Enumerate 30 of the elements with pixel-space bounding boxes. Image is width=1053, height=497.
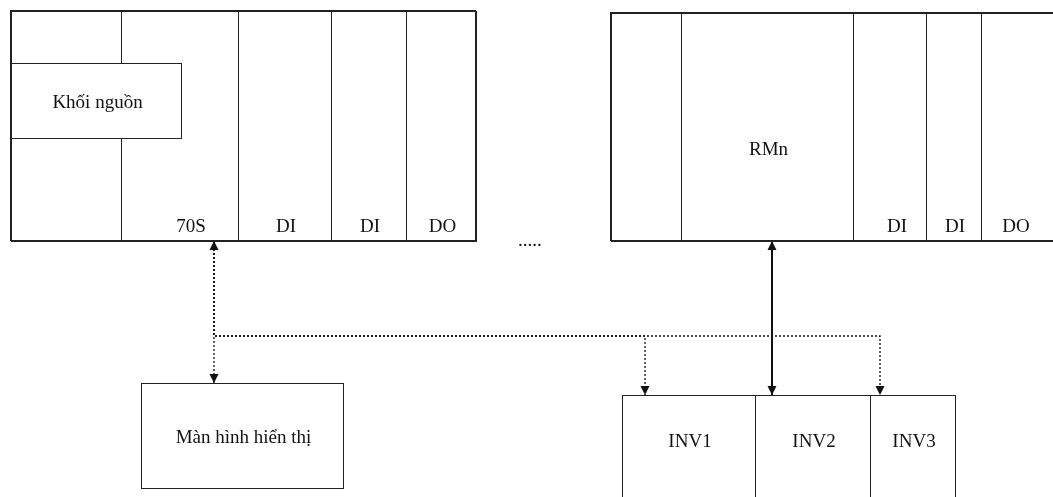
module-label: INV3 (891, 428, 937, 452)
module-slot (681, 13, 854, 242)
power-block-box (11, 63, 182, 139)
module-slot (611, 13, 682, 242)
module-slot (238, 11, 332, 242)
module-rack (610, 12, 1053, 241)
module-label: DI (358, 214, 382, 237)
module-label: DO (1001, 214, 1031, 237)
module-label: DO (427, 214, 458, 237)
module-slot (331, 11, 407, 242)
ellipsis-text: ..... (518, 228, 542, 251)
device-box (622, 395, 756, 497)
device-box (141, 383, 344, 489)
module-label: INV1 (667, 428, 713, 452)
arrow (209, 240, 219, 384)
module-label: DI (943, 214, 967, 237)
device-box (870, 395, 956, 497)
module-label: Màn hình hiển thị (174, 424, 313, 448)
module-slot (981, 13, 1053, 242)
arrow (767, 240, 777, 396)
module-label: INV2 (791, 428, 837, 452)
module-label: DI (274, 214, 298, 237)
module-label: 70S (175, 214, 207, 237)
module-label: DI (885, 214, 909, 237)
module-slot (406, 11, 477, 242)
module-slot (853, 13, 927, 242)
module-rack (10, 10, 476, 241)
module-label: RMn (747, 136, 790, 159)
module-slot (926, 13, 982, 242)
module-label: Khối nguồn (51, 89, 144, 113)
